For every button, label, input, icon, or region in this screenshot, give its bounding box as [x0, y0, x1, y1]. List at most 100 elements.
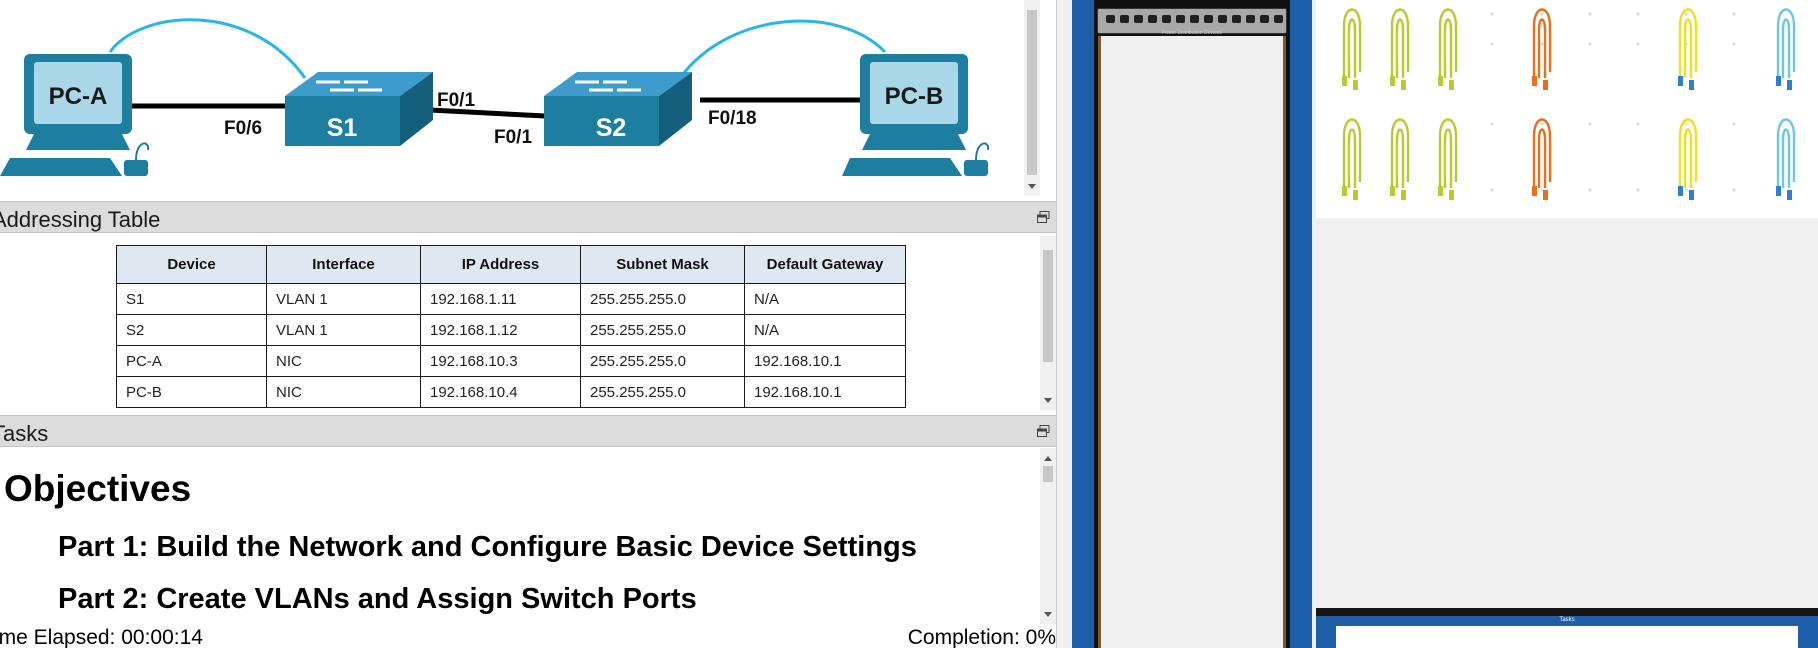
cable-connector-icon: [1543, 190, 1548, 200]
table-cell: S1: [116, 283, 267, 315]
addressing-scroll-thumb[interactable]: [1043, 250, 1053, 362]
patch-cable-icon[interactable]: [1776, 118, 1796, 201]
tasks-mini-window[interactable]: Tasks: [1316, 608, 1818, 648]
rack-view: Power Distribution Device0: [1072, 0, 1312, 648]
port-label-s1-f06: F0/6: [224, 118, 262, 139]
patch-cable-icon[interactable]: [1438, 8, 1458, 91]
power-outlet-icon: [1246, 15, 1255, 23]
mini-window-page: [1336, 626, 1798, 648]
power-outlet-icon: [1176, 15, 1185, 23]
cable-connector-icon: [1787, 80, 1792, 90]
switch-s1-icon[interactable]: S1: [285, 72, 433, 146]
switch-s2-icon[interactable]: S2: [544, 72, 692, 146]
port-label-s2-f01: F0/1: [494, 127, 532, 148]
cable-pegboard-svg: [1342, 8, 1796, 201]
restore-window-icon[interactable]: [1037, 211, 1050, 223]
objective-part-1: Part 1: Build the Network and Configure …: [58, 531, 917, 563]
cable-connector-icon: [1532, 186, 1537, 196]
patch-cable-icon[interactable]: [1532, 118, 1552, 201]
tasks-panel: Objectives Part 1: Build the Network and…: [0, 448, 1056, 624]
patch-cable-icon[interactable]: [1776, 8, 1796, 91]
patch-cable-icon[interactable]: [1678, 8, 1698, 91]
cable-connector-icon: [1438, 76, 1443, 86]
table-cell: N/A: [744, 283, 906, 315]
addressing-table-header[interactable]: Addressing Table: [0, 201, 1056, 233]
patch-cable-icon[interactable]: [1342, 118, 1362, 201]
power-outlet-icon: [1162, 15, 1171, 23]
patch-cable-icon[interactable]: [1438, 118, 1458, 201]
tasks-scrollbar[interactable]: [1040, 448, 1056, 624]
table-row: PC-A NIC 192.168.10.3 255.255.255.0 192.…: [116, 345, 906, 377]
power-outlet-icon: [1218, 15, 1227, 23]
mini-window-label: Tasks: [1559, 617, 1575, 623]
column-header-device: Device: [116, 245, 267, 284]
table-cell: 192.168.10.4: [420, 376, 581, 408]
link-pca-s1-blue: [108, 18, 307, 79]
cable-connector-icon: [1401, 190, 1406, 200]
s1-label: S1: [327, 114, 358, 142]
table-cell: PC-B: [116, 376, 267, 408]
tasks-header[interactable]: Tasks: [0, 415, 1056, 447]
table-cell: VLAN 1: [266, 314, 421, 346]
port-label-s2-f018: F0/18: [708, 108, 757, 129]
cable-connector-icon: [1776, 186, 1781, 196]
addressing-table: Device Interface IP Address Subnet Mask …: [116, 245, 906, 408]
patch-cable-icon[interactable]: [1532, 8, 1552, 91]
addressing-scrollbar[interactable]: [1040, 236, 1056, 410]
table-cell: NIC: [266, 376, 421, 408]
pane-splitter[interactable]: [1056, 0, 1072, 648]
scroll-down-icon[interactable]: [1044, 612, 1052, 617]
s2-label: S2: [596, 114, 627, 142]
cable-connector-icon: [1787, 190, 1792, 200]
cable-connector-icon: [1342, 186, 1347, 196]
power-outlet-icon: [1106, 15, 1115, 23]
patch-cable-icon[interactable]: [1390, 118, 1410, 201]
cable-connector-icon: [1401, 80, 1406, 90]
link-s2-pcb-blue: [678, 19, 887, 79]
tasks-scroll-thumb[interactable]: [1043, 466, 1053, 482]
patch-cable-icon[interactable]: [1678, 118, 1698, 201]
table-cell: 192.168.1.11: [420, 283, 581, 315]
topology-scroll-thumb[interactable]: [1027, 10, 1037, 175]
table-row: S1 VLAN 1 192.168.1.11 255.255.255.0 N/A: [116, 283, 906, 315]
scroll-up-icon[interactable]: [1044, 456, 1052, 461]
topology-svg: PC-A S1 S2: [0, 18, 990, 176]
addressing-table-title: Addressing Table: [0, 207, 161, 232]
topology-scrollbar[interactable]: [1024, 0, 1040, 196]
cable-connector-icon: [1390, 186, 1395, 196]
power-outlet-icon: [1134, 15, 1143, 23]
power-outlet-icon: [1274, 15, 1283, 23]
port-label-s1-f01: F0/1: [437, 90, 475, 111]
table-row: S2 VLAN 1 192.168.1.12 255.255.255.0 N/A: [116, 314, 906, 346]
rack-empty-panel: [1098, 36, 1286, 648]
table-cell: 192.168.10.1: [744, 376, 906, 408]
restore-window-icon[interactable]: [1037, 425, 1050, 437]
patch-cable-icon[interactable]: [1342, 8, 1362, 91]
scroll-down-icon[interactable]: [1028, 184, 1036, 189]
pc-b-icon[interactable]: PC-B: [842, 54, 990, 176]
power-outlet-icon: [1232, 15, 1241, 23]
time-elapsed: ime Elapsed: 00:00:14: [0, 626, 203, 648]
table-cell: 192.168.10.1: [744, 345, 906, 377]
table-cell: 192.168.1.12: [420, 314, 581, 346]
column-header-ip-address: IP Address: [420, 245, 581, 284]
column-header-interface: Interface: [266, 245, 421, 284]
cable-connector-icon: [1342, 76, 1347, 86]
table-cell: 255.255.255.0: [580, 314, 745, 346]
shelf-label: Power Distribution Device0: [1161, 30, 1223, 36]
power-distribution-device[interactable]: [1097, 8, 1287, 34]
scroll-down-icon[interactable]: [1044, 398, 1052, 403]
topology-diagram: PC-A S1 S2: [0, 0, 1040, 196]
power-outlet-icon: [1148, 15, 1157, 23]
table-header-row: Device Interface IP Address Subnet Mask …: [116, 245, 906, 284]
pc-b-label: PC-B: [885, 83, 944, 110]
pc-a-icon[interactable]: PC-A: [0, 54, 150, 176]
cable-connector-icon: [1678, 76, 1683, 86]
cable-connector-icon: [1776, 76, 1781, 86]
cable-connector-icon: [1689, 80, 1694, 90]
cable-tray-view: Tasks: [1312, 0, 1818, 648]
table-cell: PC-A: [116, 345, 267, 377]
patch-cable-icon[interactable]: [1390, 8, 1410, 91]
cable-connector-icon: [1543, 80, 1548, 90]
cable-connector-icon: [1449, 80, 1454, 90]
